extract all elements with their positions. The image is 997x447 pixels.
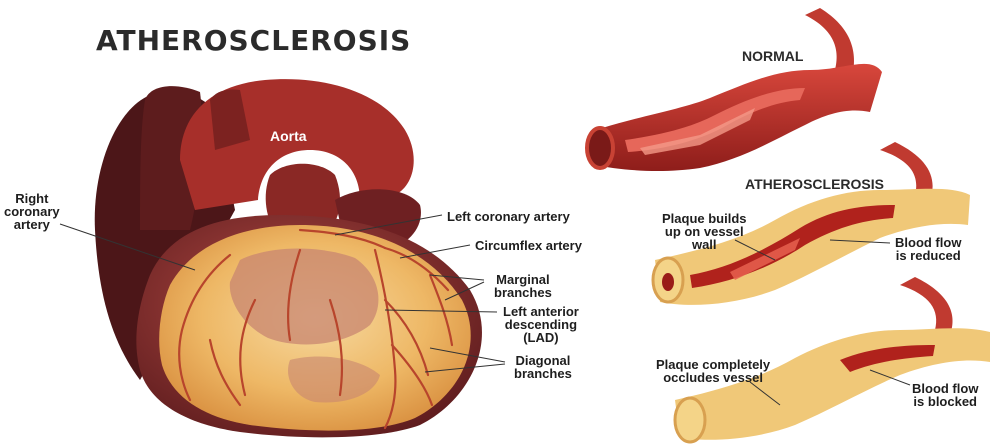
plaque-vessel-lumen — [662, 273, 674, 291]
label-plaque-occludes: Plaque completely occludes vessel — [656, 358, 770, 384]
label-blood-flow-blocked: Blood flow is blocked — [912, 382, 978, 408]
label-diagonal-branches: Diagonal branches — [514, 354, 572, 380]
occluded-vessel-opening — [675, 398, 705, 442]
label-right-coronary-artery: Right coronary artery — [4, 192, 60, 231]
label-atherosclerosis: ATHEROSCLEROSIS — [745, 176, 884, 192]
normal-vessel — [587, 8, 882, 171]
label-plaque-builds: Plaque builds up on vessel wall — [662, 212, 747, 251]
occluded-vessel-feed — [900, 277, 953, 335]
normal-vessel-opening — [587, 128, 613, 168]
label-circumflex-artery: Circumflex artery — [475, 239, 582, 252]
label-lad: Left anterior descending (LAD) — [503, 305, 579, 344]
label-aorta: Aorta — [270, 128, 307, 144]
label-left-coronary-artery: Left coronary artery — [447, 210, 570, 223]
label-marginal-branches: Marginal branches — [494, 273, 552, 299]
label-normal: NORMAL — [742, 48, 803, 64]
label-blood-flow-reduced: Blood flow is reduced — [895, 236, 961, 262]
